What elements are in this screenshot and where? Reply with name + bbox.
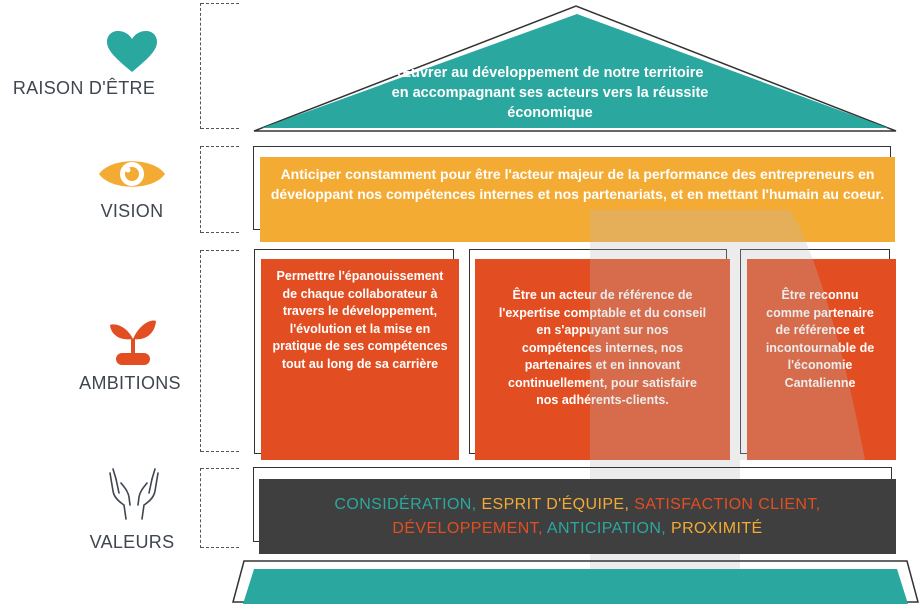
valeur-3: SATISFACTION CLIENT, — [634, 496, 821, 513]
valeurs-box — [259, 479, 896, 554]
valeur-4: DÉVELOPPEMENT, — [392, 520, 543, 537]
label-vision: VISION — [100, 201, 164, 221]
valeur-1: CONSIDÉRATION, — [334, 496, 477, 513]
open-hands-icon — [109, 468, 159, 520]
roof-text: Œuvrer au développement de notre territo… — [391, 65, 709, 121]
valeur-5: ANTICIPATION, — [546, 520, 667, 537]
roof — [253, 5, 897, 132]
ambition-text-3: Être reconnu comme partenaire de référen… — [765, 288, 875, 390]
ambition-box-2 — [475, 259, 730, 460]
sprout-icon — [110, 320, 156, 365]
bracket-valeurs — [200, 468, 239, 548]
label-ambitions: AMBITIONS — [79, 373, 181, 393]
ambition-box-1 — [261, 259, 459, 460]
valeur-6: PROXIMITÉ — [671, 520, 763, 537]
house-base — [232, 560, 919, 604]
vision-box — [260, 157, 895, 242]
bracket-vision — [200, 146, 239, 233]
eye-icon — [99, 161, 165, 187]
valeurs-text: CONSIDÉRATION, ESPRIT D'ÉQUIPE, SATISFAC… — [262, 493, 893, 541]
heart-icon — [107, 31, 157, 72]
label-valeurs: VALEURS — [89, 532, 175, 552]
ambition-box-3 — [747, 259, 896, 460]
label-raison: RAISON D'ÊTRE — [12, 78, 156, 98]
valeur-2: ESPRIT D'ÉQUIPE, — [481, 496, 630, 513]
ambition-text-1: Permettre l'épanouissement de chaque col… — [272, 269, 448, 371]
ambition-text-2: Être un acteur de référence de l'experti… — [498, 288, 707, 407]
bracket-ambitions — [200, 250, 239, 452]
bracket-raison — [200, 3, 239, 129]
vision-text: Anticiper constamment pour être l'acteur… — [270, 166, 885, 202]
